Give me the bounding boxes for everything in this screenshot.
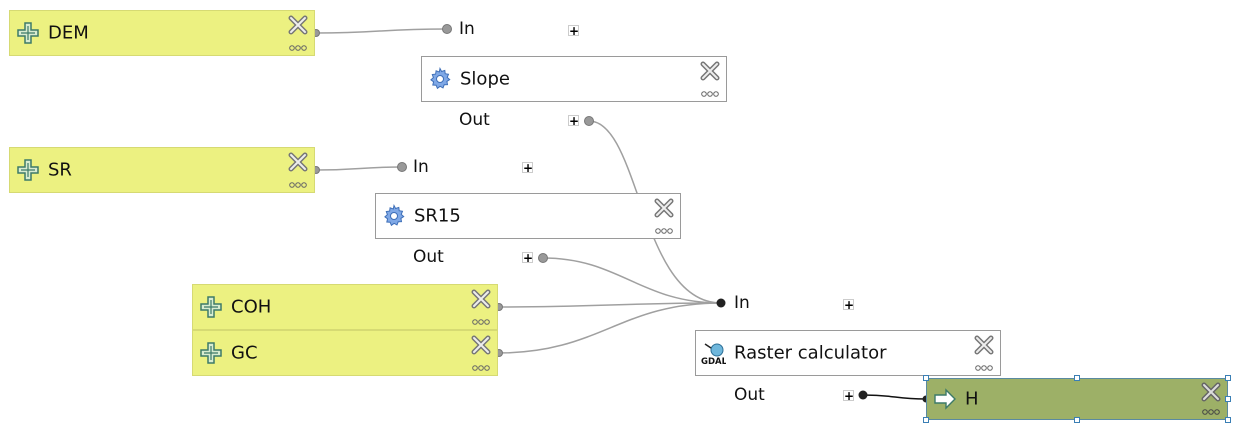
close-icon[interactable] [471,289,491,309]
svg-text:GDAL: GDAL [701,357,726,366]
node-title: Slope [460,68,510,90]
output-node-h[interactable]: H [926,378,1228,420]
sr15-in-label: In [413,157,429,177]
more-icon[interactable] [654,227,674,235]
algorithm-node-raster-calculator[interactable]: GDAL Raster calculator [695,330,1001,376]
node-title: COH [231,296,272,318]
calc-in-label: In [734,293,750,313]
close-icon[interactable] [654,198,674,218]
selection-handle[interactable] [1074,417,1080,423]
gdal-icon: GDAL [701,343,726,366]
close-icon[interactable] [288,15,308,35]
selection-handle[interactable] [1225,396,1231,402]
more-icon[interactable] [288,181,308,189]
gear-icon [430,67,451,90]
selection-handle[interactable] [1074,375,1080,381]
slope-out-expand-button[interactable]: + [568,114,580,128]
more-icon[interactable] [288,44,308,52]
plus-cross-icon [200,296,222,318]
close-icon[interactable] [471,335,491,355]
close-icon[interactable] [974,335,994,355]
port-calc-in [716,298,726,308]
input-node-sr[interactable]: SR [9,147,315,193]
close-icon[interactable] [700,61,720,81]
sr15-in-expand-button[interactable]: + [522,161,534,175]
link-sr15-to-calc [542,257,722,304]
more-icon[interactable] [700,90,720,98]
node-title: SR15 [414,205,461,227]
input-node-dem[interactable]: DEM [9,10,315,56]
slope-in-expand-button[interactable]: + [568,24,580,38]
sr15-out-label: Out [413,247,444,267]
plus-cross-icon [17,159,39,181]
node-title: SR [48,159,72,181]
arrow-right-icon [934,388,956,410]
link-sr-to-sr15 [315,166,403,171]
more-icon[interactable] [471,364,491,372]
link-calc-to-h [862,394,927,400]
selection-handle[interactable] [923,417,929,423]
node-title: DEM [48,22,89,44]
port-calc-out [858,390,868,400]
algorithm-node-slope[interactable]: Slope [421,56,727,102]
port-slope-in [442,24,452,34]
algorithm-node-sr15[interactable]: SR15 [375,193,681,239]
link-coh-to-calc [497,302,722,308]
gear-icon [384,204,405,227]
more-icon[interactable] [471,318,491,326]
slope-out-label: Out [459,110,490,130]
port-slope-out [584,116,594,126]
more-icon[interactable] [1201,408,1221,416]
input-node-gc[interactable]: GC [192,330,498,376]
port-sr15-out [538,253,548,263]
selection-handle[interactable] [923,375,929,381]
sr15-out-expand-button[interactable]: + [522,251,534,265]
slope-in-label: In [459,19,475,39]
calc-in-expand-button[interactable]: + [843,298,855,312]
calc-out-label: Out [734,385,765,405]
close-icon[interactable] [1201,382,1221,402]
selection-handle[interactable] [1225,417,1231,423]
node-title: Raster calculator [734,342,887,364]
port-sr15-in [397,162,407,172]
link-dem-to-slope [315,28,448,34]
input-node-coh[interactable]: COH [192,284,498,330]
plus-cross-icon [17,22,39,44]
node-title: GC [231,342,258,364]
calc-out-expand-button[interactable]: + [843,389,855,403]
close-icon[interactable] [288,152,308,172]
selection-handle[interactable] [1225,375,1231,381]
plus-cross-icon [200,342,222,364]
more-icon[interactable] [974,364,994,372]
link-gc-to-calc [497,302,722,354]
node-title: H [965,388,979,410]
